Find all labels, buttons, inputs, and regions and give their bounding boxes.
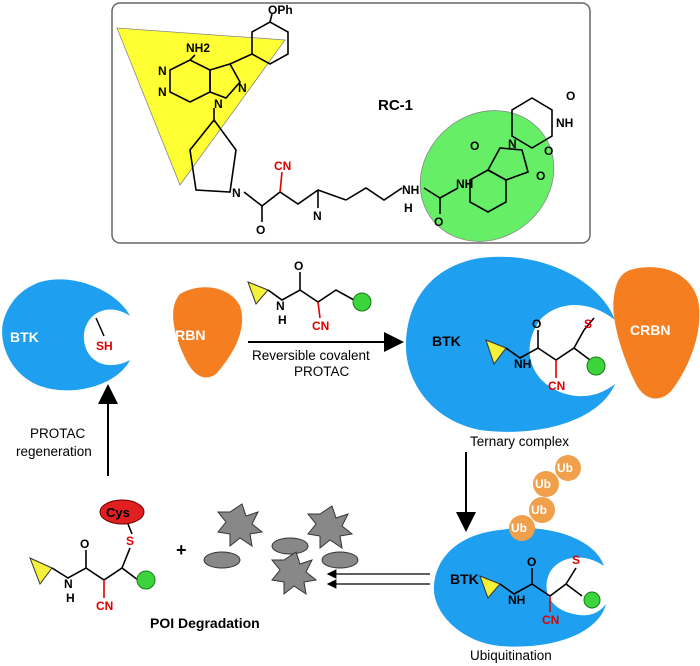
crbn-ligand-highlight <box>419 110 555 242</box>
step1-label-2: PROTAC <box>294 364 350 379</box>
crbn-label-2: CRBN <box>630 322 670 338</box>
released-protac: O N H CN S Cys <box>29 499 156 613</box>
ub-4: Ub <box>557 461 573 475</box>
reagent-h: H <box>278 313 287 327</box>
amide-n: N <box>232 186 241 200</box>
ub-complex-o: O <box>527 555 536 569</box>
phthalimide-o1: O <box>470 139 479 153</box>
ub-1: Ub <box>511 521 527 535</box>
crbn-label-1: CRBN <box>165 327 205 343</box>
rc1-structure-panel: OPh NH2 N N N N N O CN N NH H O NH O O <box>111 2 591 244</box>
btk-label-1: BTK <box>10 329 39 345</box>
degradation-fragments <box>203 503 359 596</box>
phthalimide-o2: O <box>536 169 545 183</box>
ophenyl-label: OPh <box>268 3 293 17</box>
btk-label-3: BTK <box>450 571 479 587</box>
pyrazole-n1: N <box>214 97 223 111</box>
aniline-nh: NH <box>456 177 473 191</box>
ubiquitinated-complex: BTK O NH CN S Ub Ub Ub Ub <box>433 455 606 647</box>
reagent-nitrile: CN <box>312 319 329 333</box>
ub-2: Ub <box>531 503 547 517</box>
linker-nh: NH <box>402 183 419 197</box>
amide-o: O <box>256 223 265 237</box>
released-nitrile: CN <box>96 599 113 613</box>
glutarimide-o2: O <box>544 144 553 158</box>
btk-label-2: BTK <box>432 333 461 349</box>
ubiquitination-label: Ubiquitination <box>470 648 552 663</box>
thiol-label: SH <box>96 339 113 353</box>
free-crbn: CRBN <box>165 287 243 378</box>
btk-ligand-highlight <box>116 27 286 186</box>
pyrimidine-n1: N <box>158 64 167 78</box>
protac-reagent: O N H CN <box>247 259 372 333</box>
released-n: N <box>64 577 73 591</box>
pyrazole-n2: N <box>238 81 247 95</box>
glutarimide-nh: NH <box>556 116 573 130</box>
cys-label: Cys <box>106 505 130 520</box>
glycine-o: O <box>434 215 443 229</box>
plus-sign: + <box>176 540 187 560</box>
degradation-label: POI Degradation <box>150 615 260 631</box>
step1-label-1: Reversible covalent <box>252 348 370 363</box>
pyrimidine-n2: N <box>158 85 167 99</box>
ub-complex-nitrile: CN <box>542 613 559 627</box>
linker-h: H <box>404 201 413 215</box>
ternary-o: O <box>532 317 541 331</box>
released-o: O <box>80 537 89 551</box>
released-s: S <box>126 534 134 548</box>
compound-name: RC-1 <box>378 97 413 114</box>
ternary-label: Ternary complex <box>470 434 569 449</box>
phthalimide-n: N <box>508 137 517 151</box>
regen-label-1: PROTAC <box>30 426 86 441</box>
ub-complex-s: S <box>572 553 580 567</box>
linker-n: N <box>313 209 322 223</box>
nitrile-label: CN <box>274 159 291 173</box>
reagent-n: N <box>276 299 285 313</box>
ternary-complex: BTK CRBN O NH CN S <box>405 256 700 432</box>
ub-3: Ub <box>535 477 551 491</box>
reagent-o: O <box>294 259 303 273</box>
ternary-s: S <box>584 317 592 331</box>
ub-complex-nh: NH <box>508 593 525 607</box>
glutarimide-o1: O <box>566 89 575 103</box>
ternary-nitrile: CN <box>548 379 565 393</box>
amine-label: NH2 <box>186 41 210 55</box>
free-btk: BTK SH <box>2 279 130 391</box>
regen-label-2: regeneration <box>16 444 92 459</box>
ternary-nh: NH <box>514 357 531 371</box>
released-h: H <box>66 591 75 605</box>
